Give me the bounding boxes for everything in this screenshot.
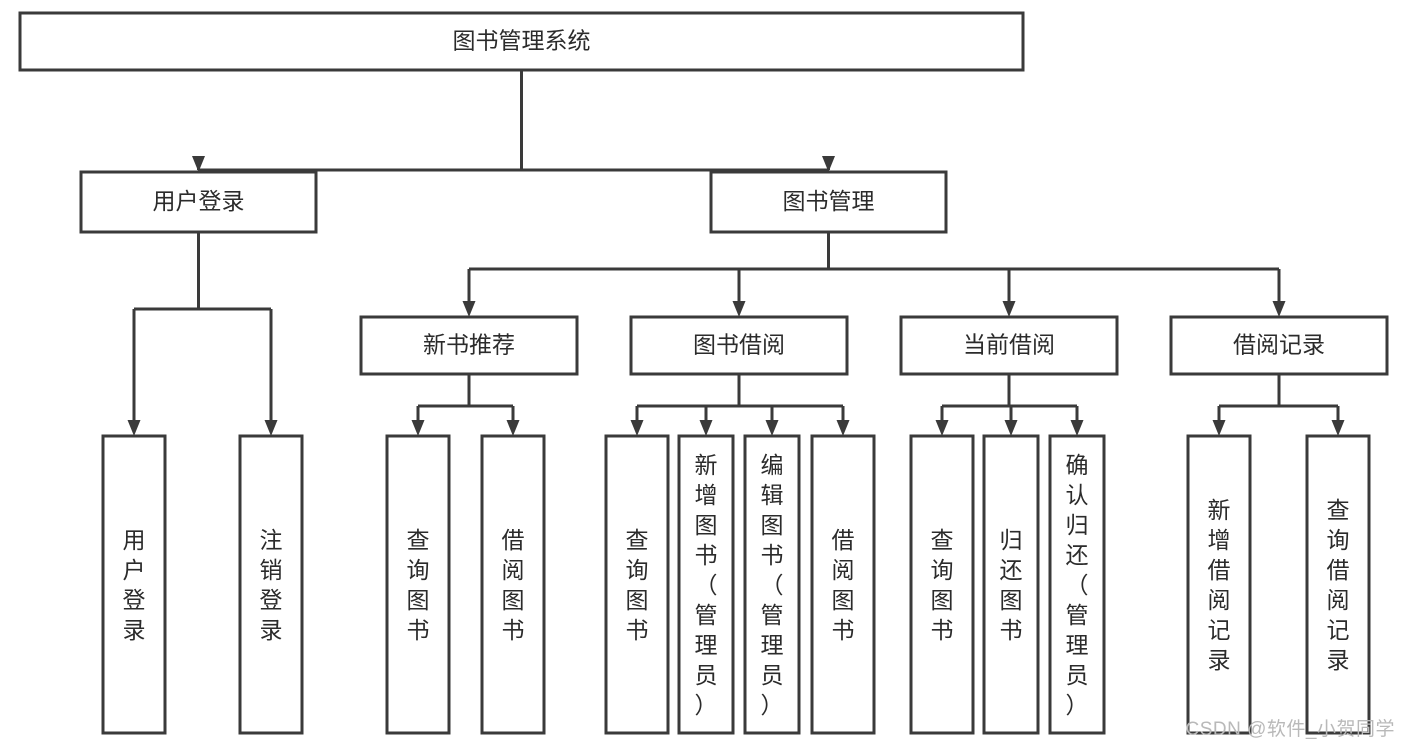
node-layer: 图书管理系统用户登录图书管理新书推荐图书借阅当前借阅借阅记录用户登录注销登录查询… xyxy=(18,11,1389,735)
node-label: 新书推荐 xyxy=(423,332,515,358)
arrow-head-icon xyxy=(630,420,644,436)
node-box[interactable] xyxy=(1305,434,1371,735)
node-label: 归还图书 xyxy=(1000,527,1023,643)
node-borrow-record[interactable]: 借阅记录 xyxy=(1169,315,1389,376)
node-box[interactable] xyxy=(1048,434,1106,735)
connector-group-new-book-rec xyxy=(411,374,520,436)
node-box[interactable] xyxy=(629,315,849,376)
node-box[interactable] xyxy=(677,434,735,735)
connector-group-borrow-record xyxy=(1212,374,1345,436)
arrow-head-icon xyxy=(1212,420,1226,436)
node-label: 查询图书 xyxy=(407,527,430,643)
node-box[interactable] xyxy=(79,170,318,234)
node-label: 新增图书（管理员） xyxy=(695,452,718,718)
arrow-head-icon xyxy=(732,301,746,317)
node-leaf-borrow-book-2[interactable]: 借阅图书 xyxy=(810,434,876,735)
node-label: 查询借阅记录 xyxy=(1327,497,1350,673)
node-root[interactable]: 图书管理系统 xyxy=(18,11,1025,72)
node-leaf-query-book-2[interactable]: 查询图书 xyxy=(604,434,670,735)
node-label: 图书管理系统 xyxy=(453,28,591,54)
node-leaf-add-book[interactable]: 新增图书（管理员） xyxy=(677,434,735,735)
node-box[interactable] xyxy=(982,434,1040,735)
connector-group-book-manage xyxy=(462,232,1286,317)
node-box[interactable] xyxy=(743,434,801,735)
node-book-manage[interactable]: 图书管理 xyxy=(709,170,948,234)
node-book-borrow[interactable]: 图书借阅 xyxy=(629,315,849,376)
node-user-login[interactable]: 用户登录 xyxy=(79,170,318,234)
node-leaf-borrow-book-1[interactable]: 借阅图书 xyxy=(480,434,546,735)
node-leaf-user-logout[interactable]: 注销登录 xyxy=(238,434,304,735)
node-new-book-rec[interactable]: 新书推荐 xyxy=(359,315,579,376)
arrow-head-icon xyxy=(264,420,278,436)
arrow-head-icon xyxy=(462,301,476,317)
node-box[interactable] xyxy=(810,434,876,735)
arrow-head-icon xyxy=(1002,301,1016,317)
node-label: 确认归还（管理员） xyxy=(1066,452,1089,718)
arrow-head-icon xyxy=(411,420,425,436)
arrow-head-icon xyxy=(506,420,520,436)
node-label: 当前借阅 xyxy=(963,332,1055,358)
arrow-head-icon xyxy=(127,420,141,436)
node-box[interactable] xyxy=(101,434,167,735)
node-box[interactable] xyxy=(480,434,546,735)
connector-group-current-borrow xyxy=(935,374,1084,436)
node-box[interactable] xyxy=(909,434,975,735)
node-label: 查询图书 xyxy=(626,527,649,643)
arrow-head-icon xyxy=(935,420,949,436)
node-box[interactable] xyxy=(604,434,670,735)
arrow-head-icon xyxy=(192,156,205,172)
node-box[interactable] xyxy=(359,315,579,376)
node-leaf-confirm-return[interactable]: 确认归还（管理员） xyxy=(1048,434,1106,735)
node-leaf-query-book-1[interactable]: 查询图书 xyxy=(385,434,451,735)
arrow-head-icon xyxy=(765,420,779,436)
arrow-head-icon xyxy=(1331,420,1345,436)
node-label: 借阅图书 xyxy=(502,527,525,643)
node-label: 新增借阅记录 xyxy=(1208,497,1231,673)
node-label: 用户登录 xyxy=(153,188,245,214)
node-label: 编辑图书（管理员） xyxy=(761,452,784,718)
node-leaf-return-book[interactable]: 归还图书 xyxy=(982,434,1040,735)
connector-group-user-login xyxy=(127,232,278,436)
node-current-borrow[interactable]: 当前借阅 xyxy=(899,315,1119,376)
node-box[interactable] xyxy=(18,11,1025,72)
node-leaf-edit-book[interactable]: 编辑图书（管理员） xyxy=(743,434,801,735)
connector-layer xyxy=(127,70,1345,436)
arrow-head-icon xyxy=(699,420,713,436)
arrow-head-icon xyxy=(1272,301,1286,317)
node-label: 借阅记录 xyxy=(1233,332,1325,358)
node-box[interactable] xyxy=(385,434,451,735)
node-box[interactable] xyxy=(238,434,304,735)
node-leaf-add-record[interactable]: 新增借阅记录 xyxy=(1186,434,1252,735)
node-leaf-user-login[interactable]: 用户登录 xyxy=(101,434,167,735)
arrow-head-icon xyxy=(1070,420,1084,436)
node-box[interactable] xyxy=(1169,315,1389,376)
node-label: 图书借阅 xyxy=(693,332,785,358)
node-leaf-query-book-3[interactable]: 查询图书 xyxy=(909,434,975,735)
node-label: 查询图书 xyxy=(931,527,954,643)
node-label: 注销登录 xyxy=(260,527,283,643)
node-box[interactable] xyxy=(709,170,948,234)
arrow-head-icon xyxy=(836,420,850,436)
arrow-head-icon xyxy=(1004,420,1018,436)
node-label: 借阅图书 xyxy=(832,527,855,643)
arrow-head-icon xyxy=(822,156,835,172)
connector-group-root xyxy=(192,70,835,172)
connector-group-book-borrow xyxy=(630,374,850,436)
node-box[interactable] xyxy=(1186,434,1252,735)
node-label: 用户登录 xyxy=(123,527,146,643)
node-leaf-query-record[interactable]: 查询借阅记录 xyxy=(1305,434,1371,735)
node-label: 图书管理 xyxy=(783,188,875,214)
node-box[interactable] xyxy=(899,315,1119,376)
